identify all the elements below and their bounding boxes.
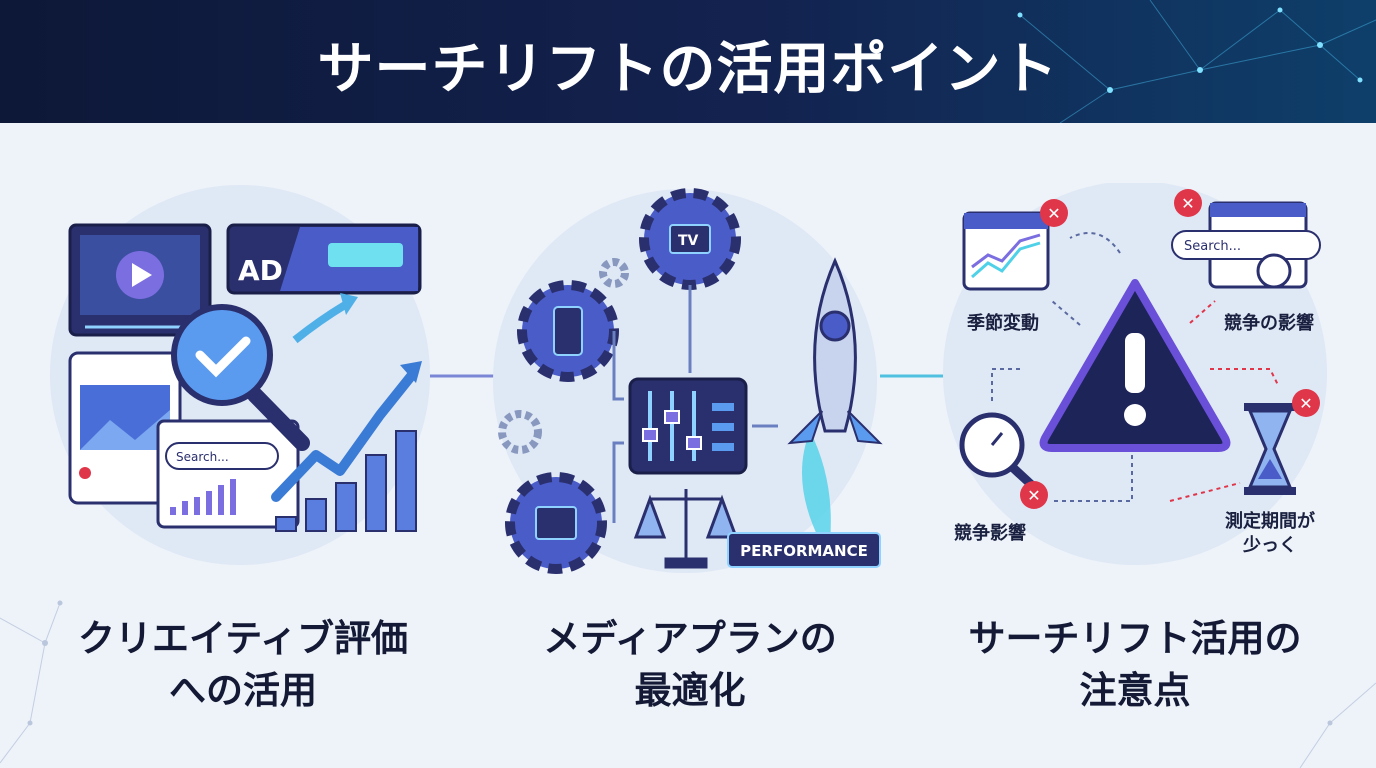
- background-network-decoration: [0, 374, 1376, 768]
- magnifier-check-icon: [171, 293, 358, 451]
- svg-text:✕: ✕: [1047, 204, 1060, 223]
- warning-triangle-icon: [1039, 279, 1231, 452]
- page-title: サーチリフトの活用ポイント: [317, 37, 1059, 102]
- caption-media-line2: 最適化: [634, 669, 746, 712]
- growth-bar-chart-icon: [271, 361, 422, 532]
- network-decoration: [1017, 0, 1376, 123]
- label-short-period-2: 少っく: [1242, 535, 1297, 556]
- gear-tv-icon: TV: [639, 188, 741, 290]
- caption-creative-line2: への活用: [169, 669, 317, 712]
- caption-caution-line2: 注意点: [1079, 669, 1191, 712]
- mixer-sliders-icon: [628, 377, 748, 475]
- balance-scale-icon: [633, 489, 739, 569]
- caption-media-plan: メディアプランの 最適化: [470, 613, 910, 717]
- ad-banner-icon: AD: [226, 223, 422, 295]
- calendar-chart-icon: ✕: [962, 199, 1068, 291]
- gear-smartphone-icon: [517, 280, 619, 382]
- caption-creative: クリエイティブ評価 への活用: [23, 613, 463, 717]
- caption-media-line1: メディアプランの: [543, 617, 837, 660]
- svg-text:✕: ✕: [1299, 394, 1312, 413]
- ad-label: AD: [238, 254, 283, 287]
- caution-points-illustration: ✕ 季節変動 Search... ✕ 競争の影響 ✕ 競争影響 ✕: [943, 183, 1327, 565]
- social-post-icon: [68, 351, 182, 505]
- media-plan-illustration: TV: [493, 188, 883, 574]
- creative-evaluation-illustration: AD Search...: [50, 185, 430, 565]
- search-competition-icon: Search... ✕: [1171, 189, 1321, 289]
- hourglass-icon: ✕: [1244, 389, 1320, 495]
- label-short-period-1: 測定期間が: [1225, 510, 1315, 532]
- stopwatch-magnifier-icon: ✕: [959, 412, 1048, 509]
- caption-caution: サーチリフト活用の 注意点: [915, 613, 1355, 717]
- label-seasonal: 季節変動: [967, 312, 1039, 334]
- performance-badge: PERFORMANCE: [727, 532, 881, 568]
- search-placeholder-2: Search...: [1184, 239, 1241, 254]
- search-window-icon: Search...: [156, 419, 300, 529]
- performance-label: PERFORMANCE: [740, 542, 868, 560]
- caption-caution-line1: サーチリフト活用の: [968, 617, 1302, 660]
- tv-label: TV: [678, 233, 699, 249]
- gear-web-icon: [505, 472, 607, 574]
- search-placeholder: Search...: [176, 450, 229, 464]
- content-area: AD Search...: [0, 123, 1376, 768]
- svg-text:✕: ✕: [1181, 194, 1194, 213]
- caption-creative-line1: クリエイティブ評価: [77, 617, 409, 660]
- svg-text:✕: ✕: [1027, 486, 1040, 505]
- label-competition-short: 競争影響: [954, 522, 1026, 544]
- video-player-icon: [68, 223, 212, 337]
- label-competition: 競争の影響: [1224, 312, 1314, 334]
- header-banner: サーチリフトの活用ポイント: [0, 0, 1376, 123]
- rocket-icon: [787, 257, 883, 541]
